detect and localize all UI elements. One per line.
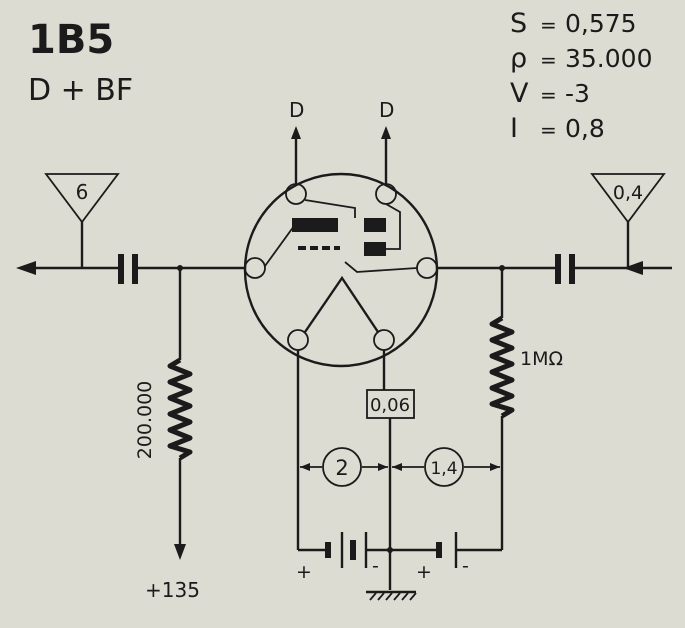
filament-battery-voltage-circle	[322, 447, 362, 487]
filament-battery-voltage: 2	[335, 456, 348, 480]
tube-function: D + BF	[28, 73, 133, 108]
plate-electrode	[292, 218, 338, 232]
battery-minus: -	[372, 555, 379, 577]
spec-sep: =	[540, 83, 557, 107]
output-coupling-capacitor	[118, 254, 138, 284]
bias-battery	[436, 532, 458, 568]
plate-resistor	[167, 357, 193, 461]
spec-sep: =	[540, 13, 557, 37]
grid-resistor-value: 1MΩ	[520, 348, 563, 370]
plate-resistor-value: 200.000	[134, 381, 156, 460]
input-arrow	[623, 261, 643, 275]
spec-sep: =	[540, 48, 557, 72]
output-arrow	[16, 261, 36, 275]
spec-value: -3	[565, 79, 590, 108]
pin-diode-1	[285, 183, 307, 205]
spec-symbol: I	[510, 113, 518, 144]
ground-symbol	[366, 590, 417, 601]
input-coupling-capacitor	[555, 254, 575, 284]
specs-block: S = 0,575 ρ = 35.000 V = -3 I = 0,8	[510, 8, 652, 144]
output-antenna-value: 6	[76, 180, 89, 204]
battery-plus: +	[296, 561, 312, 583]
filament	[304, 275, 379, 333]
tube-pins	[244, 183, 438, 351]
diode-arrow	[291, 126, 301, 139]
pin-filament-2	[373, 329, 395, 351]
tube-envelope	[243, 172, 439, 368]
diode-arrow	[381, 126, 391, 139]
battery-minus: -	[462, 555, 469, 577]
supply-arrow	[174, 544, 186, 560]
bias-battery-voltage-circle	[424, 447, 464, 487]
grid-resistor	[489, 315, 515, 419]
tube-electrodes	[264, 199, 418, 333]
pin-diode-2	[375, 183, 397, 205]
pin-filament-1	[287, 329, 309, 351]
spec-value: 0,8	[565, 114, 605, 143]
spec-value: 0,575	[565, 9, 637, 38]
plate-supply-voltage: +135	[145, 578, 200, 602]
tube-type: 1B5	[28, 17, 114, 63]
filament-battery	[325, 532, 368, 568]
pin-grid	[416, 257, 438, 279]
output-antenna: 6	[44, 173, 120, 268]
diode-plate-1	[364, 218, 386, 232]
bias-battery-voltage: 1,4	[430, 459, 457, 479]
spec-symbol: V	[510, 78, 529, 109]
spec-symbol: S	[510, 8, 527, 39]
spec-sep: =	[540, 118, 557, 142]
diode-label: D	[289, 98, 304, 122]
input-antenna-value: 0,4	[613, 182, 643, 204]
filament-current-value: 0,06	[370, 395, 410, 416]
diode-label: D	[379, 98, 394, 122]
pin-plate	[244, 257, 266, 279]
input-antenna: 0,4	[590, 173, 666, 268]
battery-plus: +	[416, 561, 432, 583]
spec-symbol: ρ	[510, 43, 527, 74]
spec-value: 35.000	[565, 44, 652, 73]
diode-plate-2	[364, 242, 386, 256]
